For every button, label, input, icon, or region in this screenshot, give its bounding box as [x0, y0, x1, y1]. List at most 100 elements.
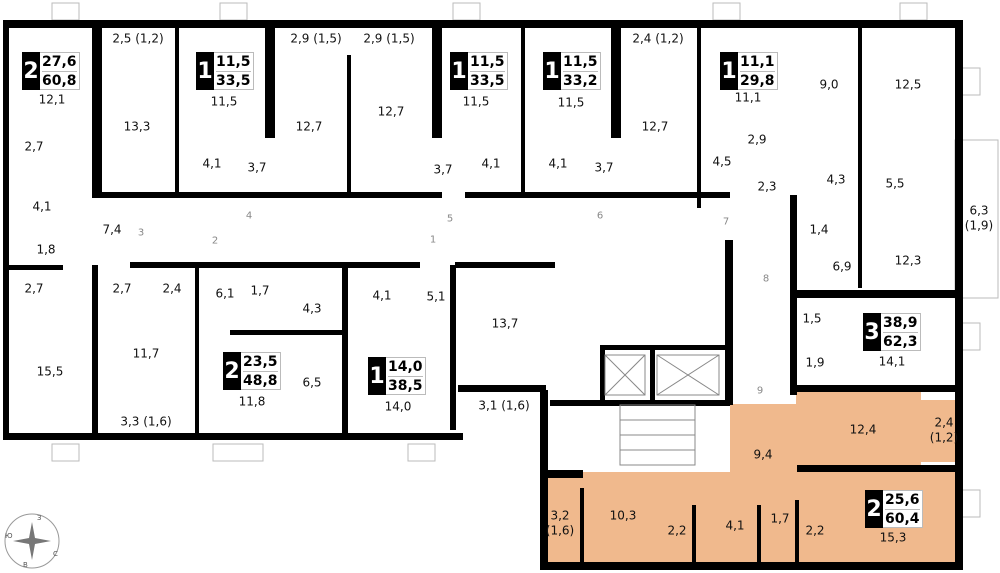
room-area: 11,5 [462, 94, 490, 109]
living-area: 25,6 [885, 492, 920, 510]
room-area: 4,1 [202, 156, 222, 171]
total-area: 62,3 [883, 334, 918, 350]
door-number: 6 [596, 210, 604, 222]
living-area: 11,5 [470, 54, 505, 72]
room-area: 2,3 [757, 179, 777, 194]
door-number: 3 [137, 227, 145, 239]
room-area: 2,2 [805, 523, 825, 538]
room-area: 4,1 [548, 156, 568, 171]
living-area: 14,0 [388, 359, 423, 377]
living-area: 23,5 [243, 354, 278, 372]
living-area: 27,6 [42, 54, 77, 72]
room-area: 1,7 [770, 511, 790, 526]
total-area: 48,8 [243, 373, 278, 389]
room-area: 4,5 [712, 154, 732, 169]
total-area: 29,8 [740, 73, 775, 89]
door-number: 1 [429, 234, 437, 246]
room-area: 10,3 [609, 508, 637, 523]
door-number: 8 [762, 273, 770, 285]
total-area: 33,5 [470, 73, 505, 89]
living-area: 11,1 [740, 54, 775, 72]
living-area: 38,9 [883, 315, 918, 333]
room-area: 2,7 [24, 281, 44, 296]
room-count: 2 [223, 352, 241, 390]
room-area: 6,1 [215, 286, 235, 301]
room-area: 11,5 [557, 95, 585, 110]
room-area: 1,4 [809, 222, 829, 237]
living-area: 11,5 [216, 54, 251, 72]
room-count: 1 [543, 52, 561, 90]
door-number: 9 [756, 385, 764, 397]
room-area: 5,1 [426, 289, 446, 304]
room-area: 6,3 [969, 203, 989, 218]
compass-west: З [37, 514, 42, 522]
total-area: 38,5 [388, 378, 423, 394]
room-area: 13,3 [123, 119, 151, 134]
room-area: (1,2) [929, 430, 959, 445]
room-area: 12,1 [38, 92, 66, 107]
room-area: 11,5 [210, 94, 238, 109]
room-area: 3,3 (1,6) [120, 414, 172, 429]
room-area: 15,3 [879, 530, 907, 545]
room-area: 3,7 [594, 160, 614, 175]
room-area: 3,1 (1,6) [478, 398, 530, 413]
room-area: 9,0 [819, 77, 839, 92]
room-area: 6,5 [302, 375, 322, 390]
room-count: 1 [720, 52, 738, 90]
room-area: 2,5 (1,2) [112, 31, 164, 46]
room-area: 2,9 (1,5) [363, 31, 415, 46]
room-area: 5,5 [885, 176, 905, 191]
room-count: 1 [196, 52, 214, 90]
compass-icon [4, 513, 60, 569]
room-area: 13,7 [491, 316, 519, 331]
room-count: 2 [22, 52, 40, 90]
room-area: 12,5 [894, 77, 922, 92]
room-area: 4,1 [32, 199, 52, 214]
door-number: 4 [245, 210, 253, 222]
room-count: 2 [865, 490, 883, 528]
compass-north: С [53, 550, 58, 558]
compass-south: Ю [5, 532, 13, 540]
room-area: (1,9) [964, 218, 994, 233]
compass-east: В [23, 561, 28, 569]
room-area: 11,1 [734, 90, 762, 105]
room-area: 3,2 [550, 508, 570, 523]
total-area: 60,8 [42, 73, 77, 89]
room-count: 1 [450, 52, 468, 90]
total-area: 33,2 [563, 73, 598, 89]
room-area: 12,7 [295, 119, 323, 134]
door-number: 7 [722, 216, 730, 228]
room-area: 2,7 [24, 139, 44, 154]
room-area: 1,5 [802, 311, 822, 326]
room-area: 12,7 [641, 119, 669, 134]
room-area: 1,9 [805, 355, 825, 370]
room-area: 4,1 [725, 518, 745, 533]
room-area: 1,8 [36, 242, 56, 257]
room-area: 4,1 [481, 156, 501, 171]
room-area: 3,7 [433, 162, 453, 177]
room-area: 11,8 [238, 394, 266, 409]
room-area: 4,3 [826, 172, 846, 187]
room-area: 2,4 [934, 415, 954, 430]
room-area: 14,0 [384, 399, 412, 414]
room-area: 2,9 (1,5) [290, 31, 342, 46]
room-area: 2,7 [112, 281, 132, 296]
room-area: 11,7 [132, 346, 160, 361]
living-area: 11,5 [563, 54, 598, 72]
room-area: 4,1 [372, 288, 392, 303]
room-area: 7,4 [102, 222, 122, 237]
total-area: 33,5 [216, 73, 251, 89]
room-area: 6,9 [832, 259, 852, 274]
room-area: 12,3 [894, 253, 922, 268]
